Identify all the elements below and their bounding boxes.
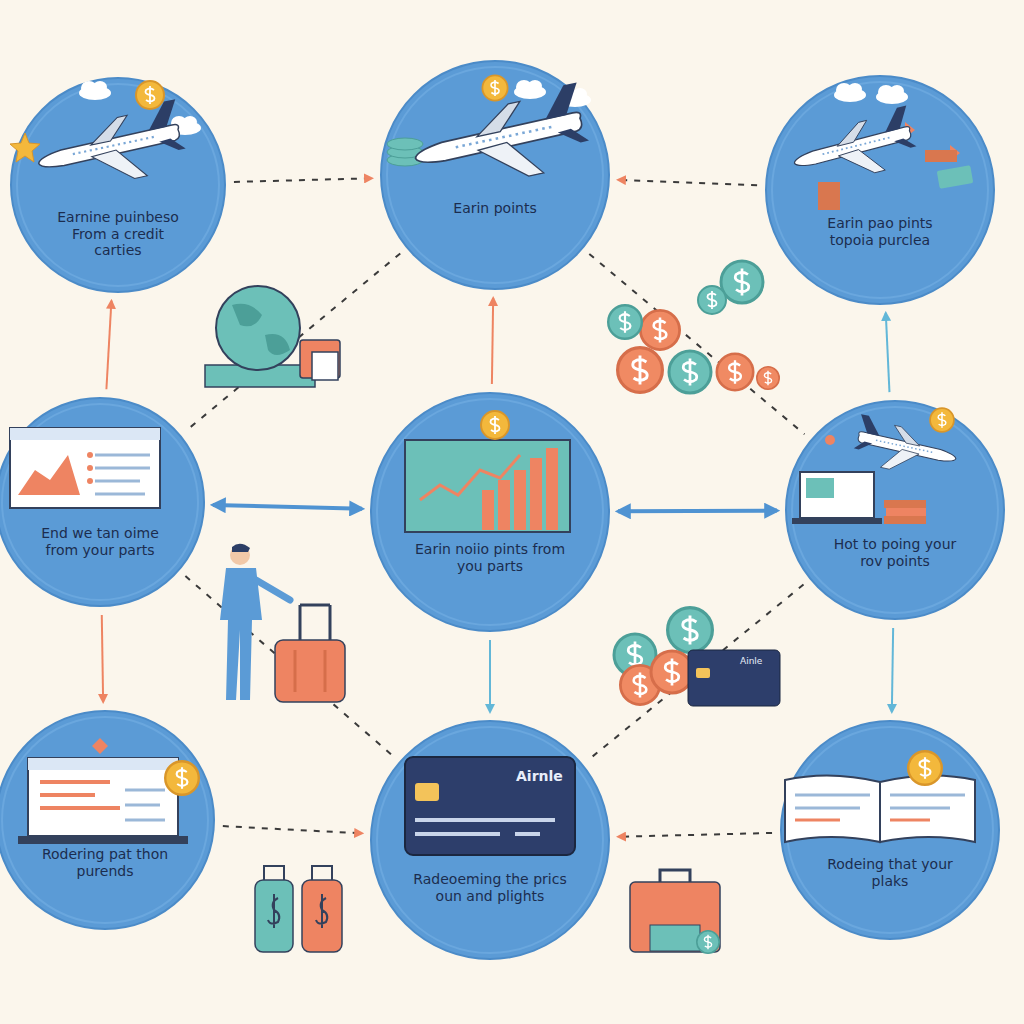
- flow-connector: [234, 178, 372, 182]
- flow-connector: [589, 585, 803, 760]
- flow-connector: [618, 180, 757, 185]
- step-label: Rodeing that your plaks: [819, 856, 962, 890]
- step-label: Radeoeming the prics oun and plights: [412, 871, 568, 905]
- step-text-box: Hot to poing your rov points: [824, 536, 967, 570]
- step-text-box: Rodeing that your plaks: [819, 856, 962, 890]
- step-label: Earnine puinbeso From a credit carties: [48, 209, 188, 259]
- flow-connector: [213, 505, 362, 509]
- flow-connector: [886, 313, 890, 392]
- flow-connector: [892, 628, 893, 712]
- step-label: Earin noiio pints from you parts: [412, 541, 568, 575]
- flow-connector: [187, 253, 400, 430]
- step-text-box: End we tan oime from your parts: [32, 525, 169, 559]
- flow-connector: [618, 833, 772, 837]
- card-text: Airnle: [516, 768, 563, 784]
- step-text-box: Rodering pat thon purends: [34, 846, 177, 880]
- step-text-box: Earin noiio pints from you parts: [412, 541, 568, 575]
- step-circle: Earin pao pints topoia purclea: [765, 75, 995, 305]
- step-label: End we tan oime from your parts: [32, 525, 169, 559]
- card-text: Ainle: [740, 656, 762, 666]
- step-label: Hot to poing your rov points: [824, 536, 967, 570]
- step-text-box: Earnine puinbeso From a credit carties: [48, 209, 188, 259]
- step-text-box: Radeoeming the prics oun and plights: [412, 871, 568, 905]
- step-label: Rodering pat thon purends: [34, 846, 177, 880]
- step-text-box: Earin pao pints topoia purclea: [805, 215, 955, 249]
- step-label: Earin pao pints topoia purclea: [805, 215, 955, 249]
- flow-connector: [102, 615, 103, 702]
- flow-connector: [618, 509, 777, 514]
- flow-connector: [492, 298, 493, 384]
- circle-outline: [10, 77, 226, 293]
- flow-connector: [185, 576, 393, 756]
- step-label: Earin points: [420, 200, 570, 217]
- circle-outline: [765, 75, 995, 305]
- step-text-box: Earin points: [420, 200, 570, 217]
- flow-connector: [106, 301, 111, 389]
- flow-connector: [223, 826, 362, 833]
- flow-connector: [589, 254, 804, 434]
- step-circle: Earnine puinbeso From a credit carties: [10, 77, 226, 293]
- flow-connector: [489, 640, 491, 712]
